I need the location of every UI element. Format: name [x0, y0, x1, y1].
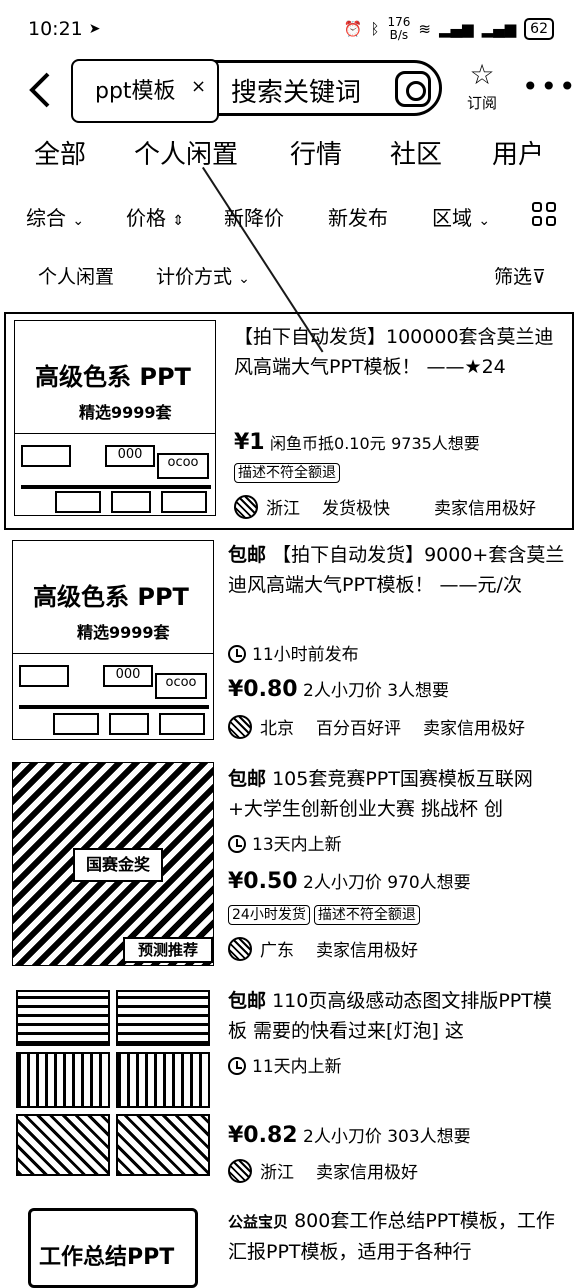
coin-discount: 闲鱼币抵0.10元 — [270, 434, 386, 453]
item-price: ¥0.50 — [228, 869, 298, 894]
item-title: 包邮 110页高级感动态图文排版PPT模板 需要的快看过来[灯泡] 这 — [228, 990, 552, 1042]
product-thumbnail: 高级色系 PPT 精选9999套 000 ocoo — [12, 540, 214, 740]
clock-icon — [228, 645, 246, 663]
search-keyword: ppt模板 — [95, 79, 176, 104]
signal-icon: ▂▄▆ — [481, 20, 517, 38]
item-price: ¥0.80 — [228, 677, 298, 702]
tab-market[interactable]: 行情 — [290, 140, 343, 170]
price-row: ¥0.80 2人小刀价 3人想要 — [228, 677, 450, 702]
fast-ship-badge: 24小时发货 — [228, 905, 310, 925]
item-title: 公益宝贝 800套工作总结PPT模板，工作汇报PPT模板，适用于各种行 — [228, 1210, 555, 1263]
sort-filter-bar: 综合 ⌄ 价格 ⇕ 新降价 新发布 区域 ⌄ — [0, 196, 578, 236]
publish-time: 11天内上新 — [228, 1052, 570, 1077]
item-price: ¥1 — [234, 430, 265, 455]
filter-price[interactable]: 价格 ⇕ — [126, 206, 185, 230]
back-arrow-icon[interactable] — [22, 68, 62, 112]
search-input[interactable]: ppt模板 × 搜索关键词 — [71, 59, 442, 123]
category-tabs: 全部 个人闲置 行情 社区 用户 — [0, 130, 578, 178]
product-thumbnail: 工作总结PPT — [28, 1208, 198, 1288]
price-row: ¥0.82 2人小刀价 303人想要 — [228, 1123, 471, 1148]
chevron-down-icon: ⌄ — [238, 271, 250, 287]
chevron-down-icon: ⌄ — [478, 213, 491, 229]
list-item[interactable]: 高级色系 PPT 精选9999套 000 ocoo 【拍下自动发货】100000… — [4, 312, 574, 530]
product-thumbnail: 国赛金奖 预测推荐 — [12, 762, 214, 966]
clock-icon — [228, 835, 246, 853]
location-arrow-icon: ➤ — [88, 21, 101, 37]
secondary-filter-bar: 个人闲置 计价方式 ⌄ 筛选⊽ — [0, 256, 578, 296]
product-thumbnail — [12, 986, 214, 1182]
wifi-icon: ≋ — [418, 20, 431, 38]
subscribe-label: 订阅 — [466, 94, 497, 112]
filter-region[interactable]: 区域 ⌄ — [432, 206, 491, 230]
price-row: ¥0.50 2人小刀价 970人想要 — [228, 869, 471, 894]
clock-icon — [228, 1057, 246, 1075]
clock-time: 10:21 — [28, 18, 83, 40]
grid-view-icon[interactable] — [532, 202, 556, 226]
item-title: 【拍下自动发货】100000套含莫兰迪风高端大气PPT模板！ ——★24 — [234, 326, 554, 378]
refund-badge: 描述不符全额退 — [313, 905, 420, 925]
item-price: ¥0.82 — [228, 1123, 298, 1148]
seller-row: 浙江卖家信用极好 — [228, 1158, 570, 1183]
search-placeholder: 搜索关键词 — [231, 78, 362, 108]
signal-icon: ▂▄▆ — [438, 20, 474, 38]
price-row: ¥1 闲鱼币抵0.10元 9735人想要 — [234, 430, 564, 455]
publish-time: 11小时前发布 — [228, 640, 570, 665]
list-item[interactable]: 国赛金奖 预测推荐 包邮 105套竞赛PPT国赛模板互联网+大学生创新创业大赛 … — [0, 762, 578, 970]
avatar — [234, 495, 258, 519]
list-item[interactable]: 工作总结PPT 公益宝贝 800套工作总结PPT模板，工作汇报PPT模板，适用于… — [0, 1204, 578, 1288]
alarm-icon: ⏰ — [343, 20, 363, 38]
want-count: 9735人想要 — [391, 434, 480, 453]
refund-badge: 描述不符全额退 — [234, 463, 340, 483]
avatar — [228, 1159, 252, 1183]
subscribe-button[interactable]: ☆ 订阅 — [462, 58, 502, 113]
battery-icon: 62 — [524, 18, 554, 40]
filter-personal-idle[interactable]: 个人闲置 — [38, 266, 115, 288]
tab-personal-idle[interactable]: 个人闲置 — [134, 140, 239, 170]
bluetooth-icon: ᛒ — [370, 20, 380, 38]
list-item[interactable]: 包邮 110页高级感动态图文排版PPT模板 需要的快看过来[灯泡] 这 11天内… — [0, 986, 578, 1186]
search-keyword-chip[interactable]: ppt模板 × — [71, 59, 219, 123]
search-header: ppt模板 × 搜索关键词 ☆ 订阅 ••• — [0, 58, 578, 123]
item-title: 包邮 105套竞赛PPT国赛模板互联网+大学生创新创业大赛 挑战杯 创 — [228, 768, 533, 820]
avatar — [228, 715, 252, 739]
tab-users[interactable]: 用户 — [492, 140, 545, 170]
item-title: 包邮 【拍下自动发货】9000+套含莫兰迪风高端大气PPT模板！ ——元/次 — [228, 544, 565, 596]
product-thumbnail: 高级色系 PPT 精选9999套 000 ocoo — [14, 320, 216, 516]
filter-new[interactable]: 新发布 — [328, 206, 388, 230]
camera-search-icon[interactable] — [395, 71, 431, 107]
more-options-icon[interactable]: ••• — [522, 70, 578, 103]
seller-row: 广东卖家信用极好 — [228, 936, 570, 961]
tab-all[interactable]: 全部 — [34, 140, 87, 170]
filter-sort[interactable]: 综合 ⌄ — [26, 206, 85, 230]
tab-community[interactable]: 社区 — [390, 140, 443, 170]
clear-keyword-icon[interactable]: × — [191, 76, 207, 97]
publish-time: 13天内上新 — [228, 830, 570, 855]
seller-row: 北京百分百好评卖家信用极好 — [228, 714, 570, 739]
charity-badge: 公益宝贝 — [228, 1213, 289, 1231]
sort-updown-icon: ⇕ — [172, 213, 185, 229]
seller-row: 浙江发货极快卖家信用极好 — [234, 494, 564, 519]
filter-screen[interactable]: 筛选⊽ — [494, 266, 546, 288]
filter-pricing-method[interactable]: 计价方式 ⌄ — [156, 266, 250, 288]
avatar — [228, 937, 252, 961]
chevron-down-icon: ⌄ — [72, 213, 85, 229]
list-item[interactable]: 高级色系 PPT 精选9999套 000 ocoo 包邮 【拍下自动发货】900… — [0, 540, 578, 748]
star-icon: ☆ — [469, 58, 495, 91]
funnel-icon: ⊽ — [532, 266, 546, 288]
